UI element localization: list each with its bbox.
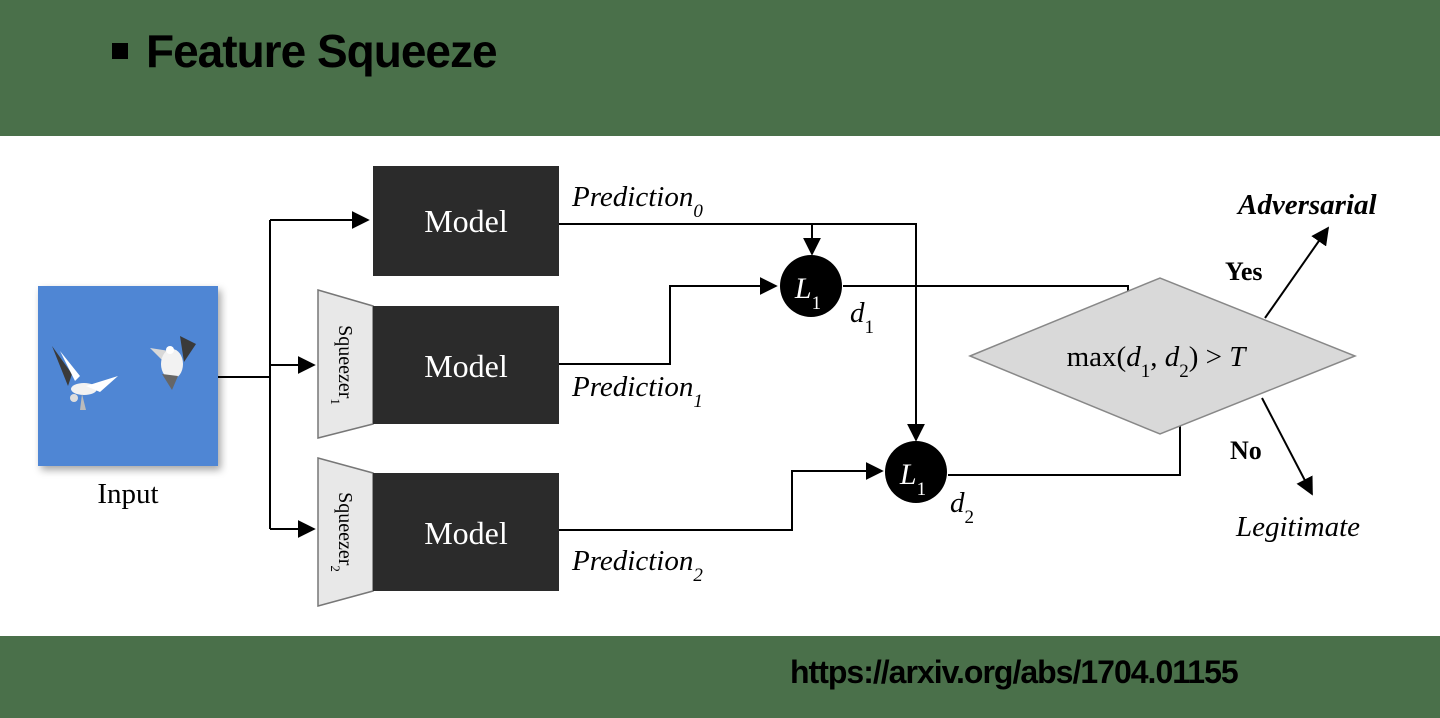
- output-arrows: [1261, 226, 1330, 496]
- model-0-box: [373, 166, 559, 276]
- model-2-box: [373, 473, 559, 591]
- bird-left-icon: [52, 346, 118, 410]
- l1-node-2: [885, 441, 947, 503]
- l1-node-2-label: L1: [899, 458, 926, 500]
- decision-label: max(d1, d2) > T: [1067, 341, 1248, 382]
- decision-diamond: [968, 277, 1358, 435]
- source-url[interactable]: https://arxiv.org/abs/1704.01155: [790, 654, 1239, 690]
- d1-label: d1: [850, 297, 874, 338]
- slide-title: Feature Squeeze: [112, 24, 498, 78]
- yes-label: Yes: [1225, 257, 1263, 286]
- diagram-panel: Input Model Squeezer1 Model Squeezer2 Mo…: [0, 136, 1440, 636]
- model-1-box: [373, 306, 559, 424]
- legitimate-label: Legitimate: [1235, 511, 1360, 543]
- l1-node-1: [780, 255, 842, 317]
- no-label: No: [1230, 436, 1262, 465]
- slide-title-text: Feature Squeeze: [146, 25, 498, 77]
- adversarial-label: Adversarial: [1236, 189, 1378, 221]
- model-2-label: Model: [424, 515, 508, 551]
- input-label: Input: [97, 478, 158, 510]
- prediction-2-label: Prediction2: [571, 545, 703, 586]
- prediction-1-label: Prediction1: [571, 371, 703, 412]
- model-1-label: Model: [424, 348, 508, 384]
- squeezer-1-label: Squeezer1: [329, 325, 357, 405]
- model-0-label: Model: [424, 203, 508, 239]
- input-connectors: [218, 211, 370, 538]
- bird-right-icon: [150, 336, 196, 390]
- squeezer-2-label: Squeezer2: [329, 492, 357, 572]
- prediction-0-label: Prediction0: [571, 181, 703, 222]
- input-image: [38, 286, 218, 466]
- bullet-icon: [112, 43, 128, 59]
- l1-node-1-label: L1: [794, 272, 821, 314]
- feature-squeeze-diagram: Input Model Squeezer1 Model Squeezer2 Mo…: [38, 166, 1378, 607]
- d2-label: d2: [950, 487, 974, 528]
